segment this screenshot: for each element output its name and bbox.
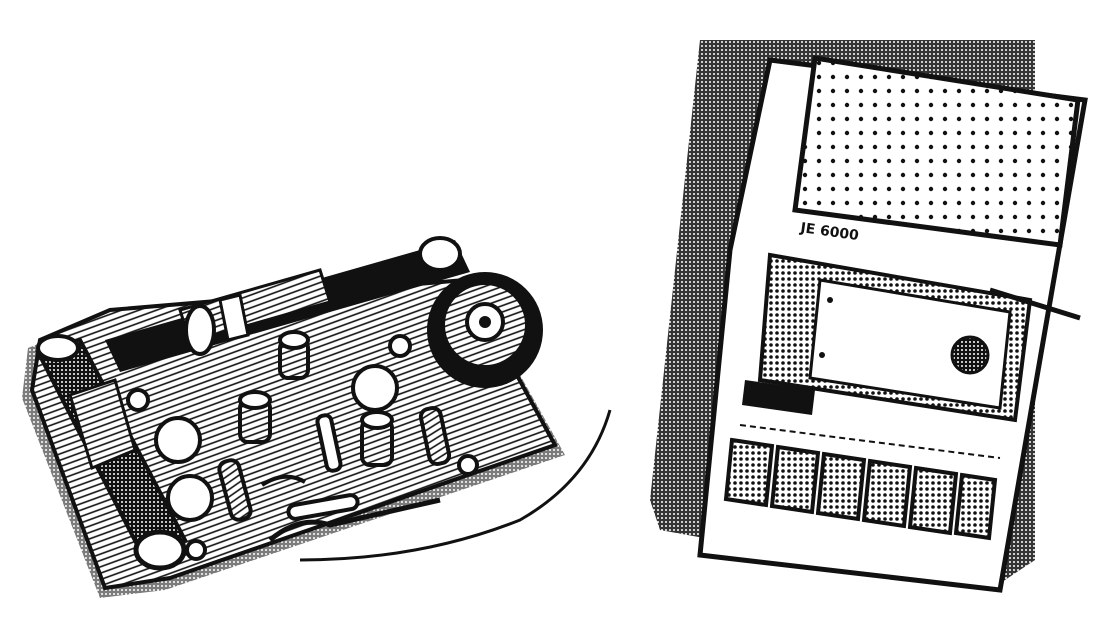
control-button-4 — [861, 458, 913, 529]
battery — [35, 334, 188, 571]
control-button-5 — [907, 465, 959, 536]
circuit-board — [22, 236, 612, 598]
control-button-1 — [723, 437, 775, 508]
control-button-3 — [815, 451, 867, 522]
control-button-2 — [769, 444, 821, 515]
control-buttons — [723, 437, 998, 541]
tuning-dial — [427, 272, 543, 388]
speaker-grille — [792, 55, 1081, 248]
antenna-wire — [299, 409, 612, 562]
cassette-recorder: JE 6000 — [650, 40, 1088, 593]
ferrite-antenna — [105, 236, 470, 372]
components — [126, 330, 479, 561]
carry-handle — [989, 287, 1081, 321]
control-button-6 — [953, 472, 998, 541]
cassette-window — [808, 278, 1012, 410]
tape-reel — [950, 335, 990, 375]
